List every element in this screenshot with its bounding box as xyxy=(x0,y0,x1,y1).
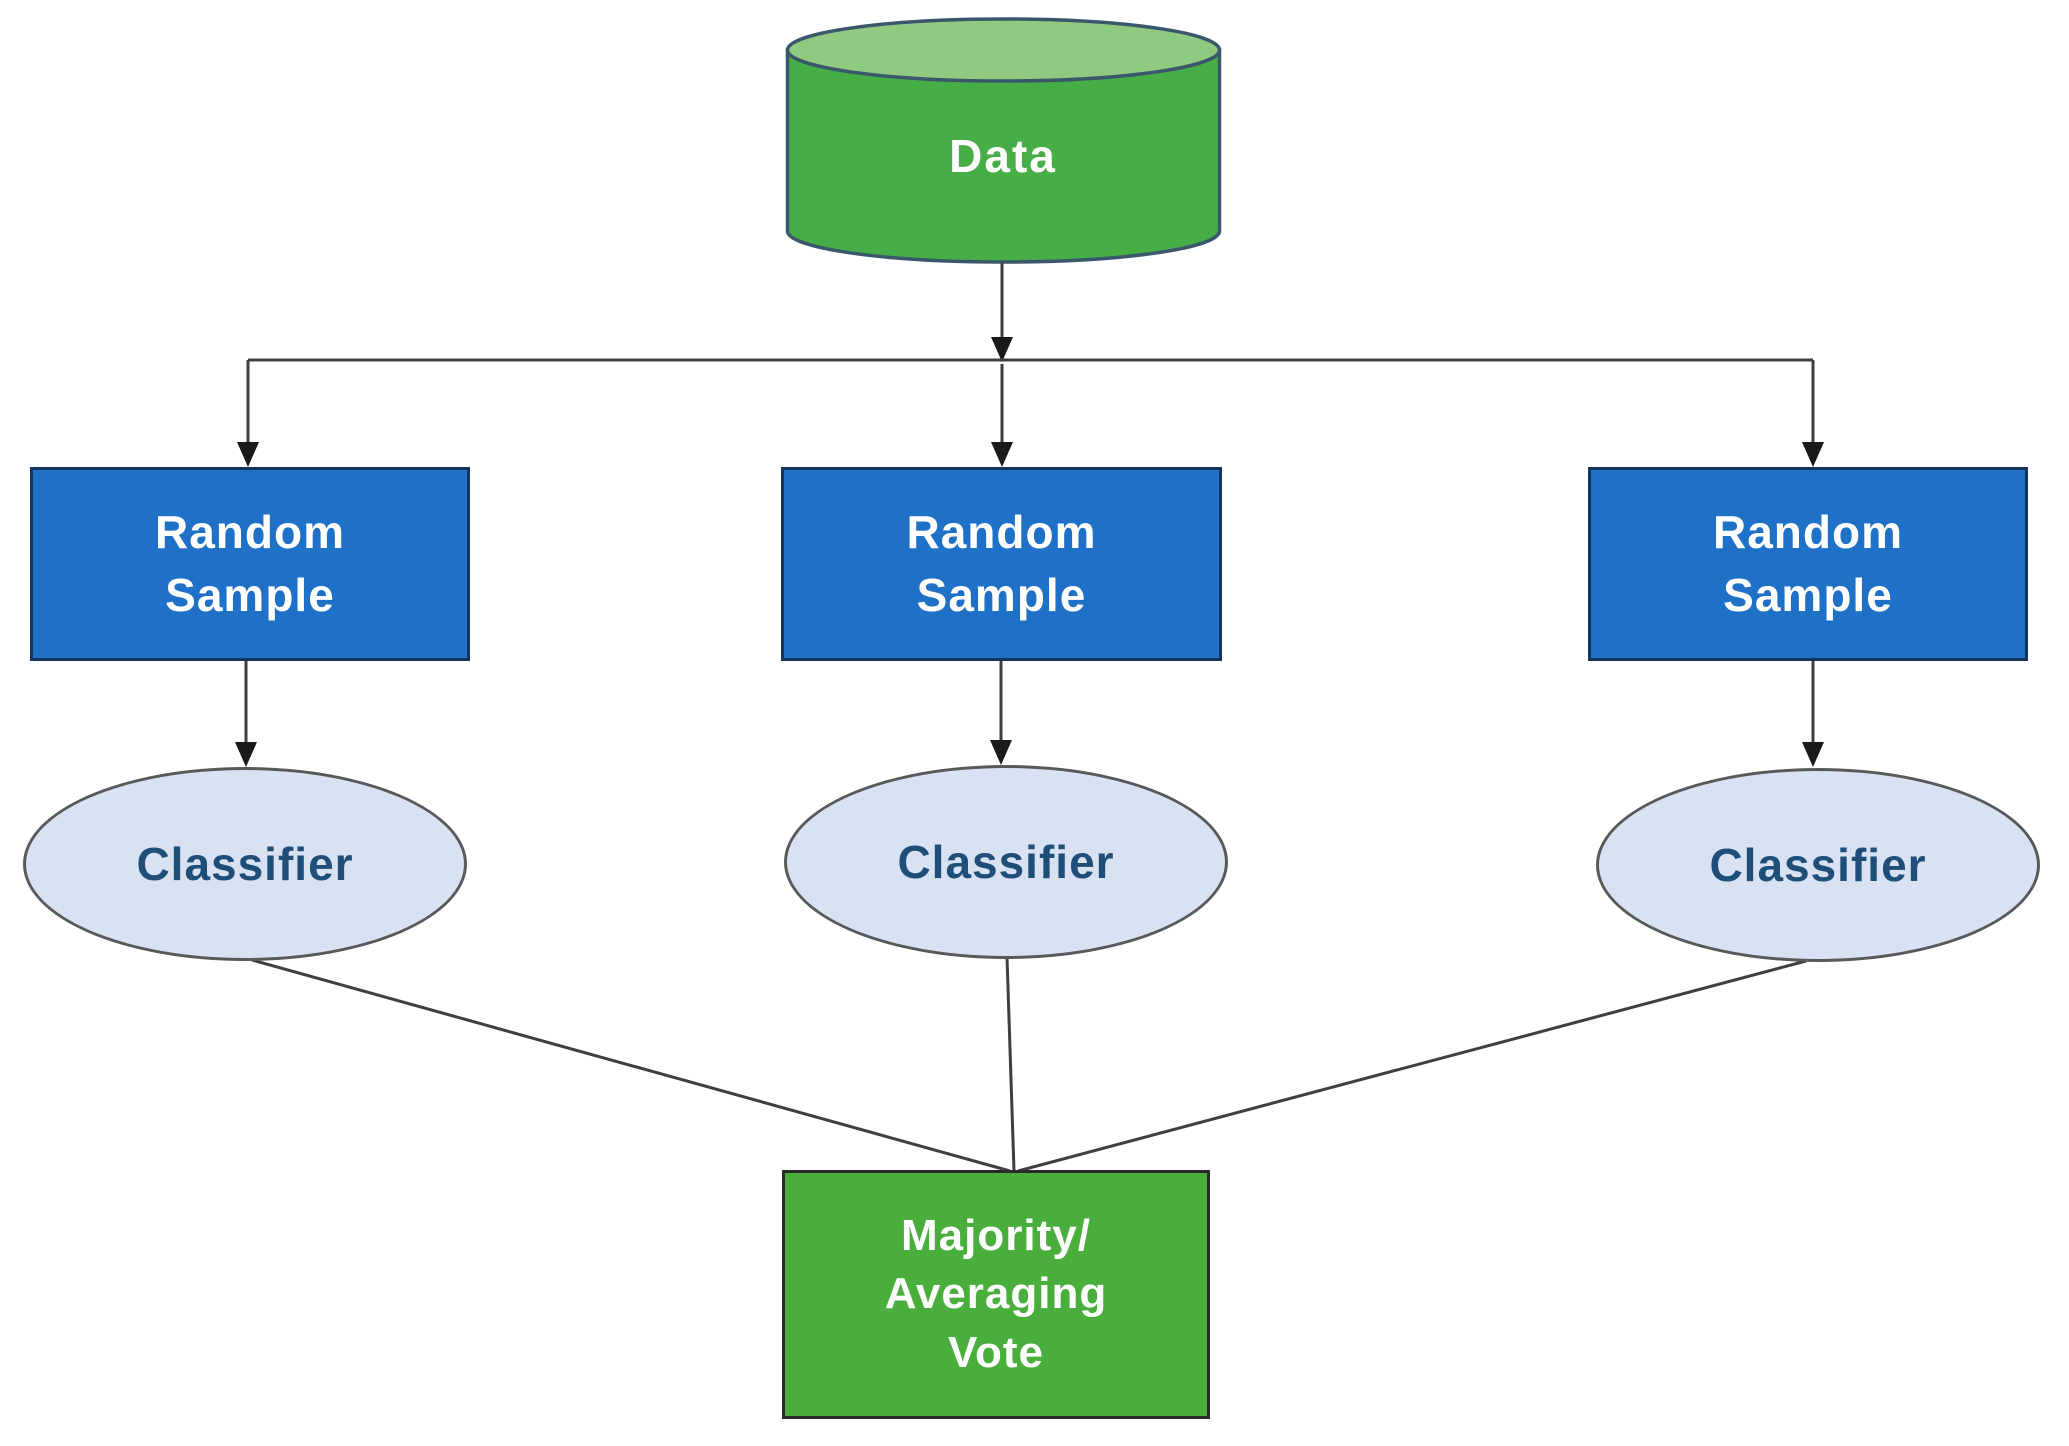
data-node-label: Data xyxy=(787,62,1219,250)
random-sample-box-left: Random Sample xyxy=(30,467,470,661)
data-cylinder-top xyxy=(785,17,1222,83)
data-label-text: Data xyxy=(949,130,1057,182)
classifier-label-left: Classifier xyxy=(136,838,354,890)
arrowhead-data-to-branch xyxy=(991,337,1013,362)
arrowhead-sample-left xyxy=(237,442,259,467)
arrowhead-sample-right xyxy=(1802,442,1824,467)
classifier-ellipse-left: Classifier xyxy=(23,767,467,961)
arrowhead-classifier-right xyxy=(1802,742,1824,767)
connector-classifier-right-to-vote xyxy=(1017,959,1807,1173)
random-sample-label-right: Random Sample xyxy=(1713,505,1903,621)
arrowhead-classifier-middle xyxy=(990,740,1012,765)
majority-vote-label: Majority/ Averaging Vote xyxy=(884,1211,1108,1377)
random-sample-label-middle: Random Sample xyxy=(906,505,1097,621)
classifier-label-middle: Classifier xyxy=(897,836,1115,888)
random-sample-box-middle: Random Sample xyxy=(781,467,1222,661)
arrowhead-classifier-left xyxy=(235,742,257,767)
classifier-ellipse-middle: Classifier xyxy=(784,765,1228,959)
connector-classifier-left-to-vote xyxy=(251,958,1011,1173)
arrowhead-sample-middle xyxy=(991,442,1013,467)
classifier-label-right: Classifier xyxy=(1709,839,1927,891)
random-sample-label-left: Random Sample xyxy=(155,505,345,621)
random-sample-box-right: Random Sample xyxy=(1588,467,2028,661)
connector-classifier-middle-to-vote xyxy=(1005,956,1016,1172)
classifier-ellipse-right: Classifier xyxy=(1596,768,2040,962)
data-cylinder-body xyxy=(785,48,1222,264)
majority-vote-box: Majority/ Averaging Vote xyxy=(782,1170,1210,1419)
